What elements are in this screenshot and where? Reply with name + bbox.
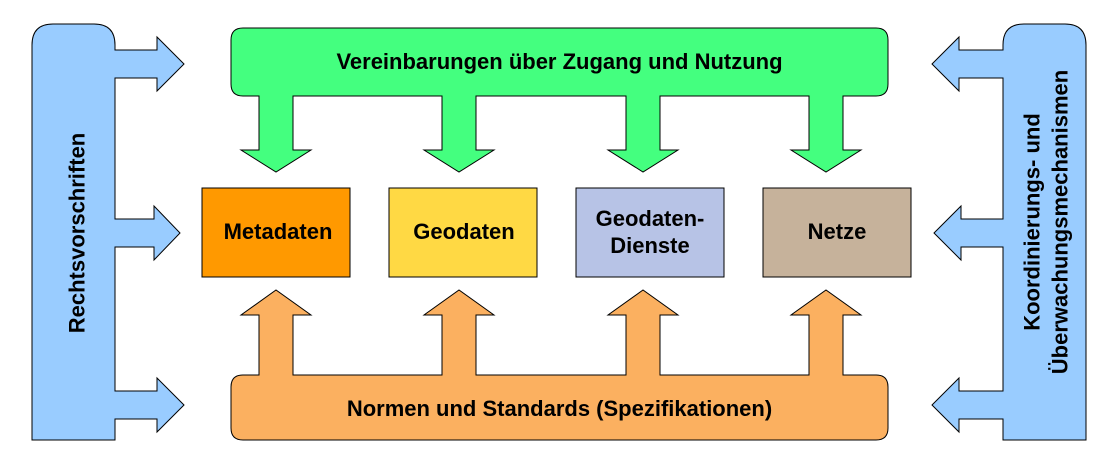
netze-box [762, 187, 912, 278]
top-bar-label: Vereinbarungen über Zugang und Nutzung [336, 48, 783, 74]
metadaten-label: Metadaten [202, 188, 354, 277]
component-label-line1: Geodaten [413, 219, 515, 245]
geodaten-box [388, 187, 538, 278]
component-label-line1: Metadaten [223, 219, 333, 245]
component-label-line1: Netze [807, 219, 867, 245]
component-label-line1: Geodaten- [595, 206, 705, 232]
geodaten-dienste-box [575, 187, 725, 278]
right-bar-label-line1: Koordinierungs- und [1019, 113, 1045, 331]
component-label-line2: Dienste [610, 232, 690, 258]
geodaten-dienste-label: Geodaten- Dienste [576, 188, 724, 277]
bottom-bar-label: Normen und Standards (Spezifikationen) [346, 395, 773, 421]
geodaten-label: Geodaten [389, 188, 539, 277]
right-bar-shape [931, 23, 1087, 441]
left-bar-shape [31, 23, 185, 441]
top-bar-shape [230, 27, 889, 173]
right-bar-label-line2: Überwachungsmechanismen [1047, 69, 1072, 375]
right-bar-label: Koordinierungs- und Überwachungsmechanis… [1019, 70, 1074, 374]
bottom-bar-shape [230, 289, 889, 441]
metadaten-box [201, 187, 351, 278]
netze-label: Netze [763, 188, 911, 277]
left-bar-label: Rechtsvorschriften [64, 132, 90, 334]
